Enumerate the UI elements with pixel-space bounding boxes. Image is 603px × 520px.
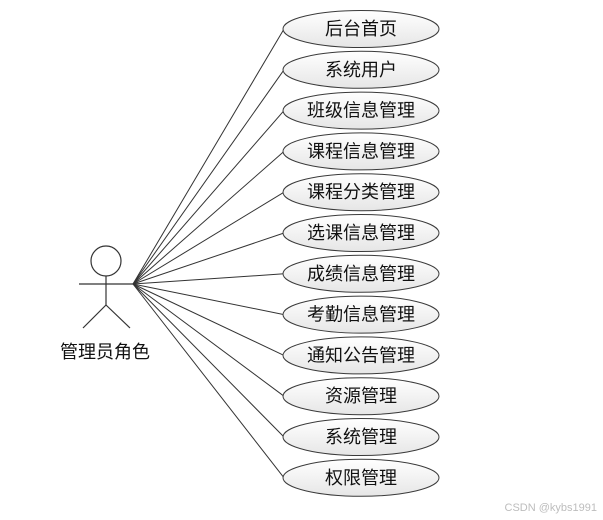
use-case-label: 系统管理	[325, 427, 397, 448]
use-case-ellipse	[282, 50, 440, 89]
association-line	[132, 69, 285, 285]
use-case-label: 成绩信息管理	[307, 264, 415, 285]
use-case-ellipse	[282, 254, 440, 293]
association-line	[132, 232, 285, 285]
association-line	[132, 283, 285, 397]
use-case-label: 选课信息管理	[307, 223, 415, 244]
association-line	[132, 110, 285, 285]
use-case: 系统用户	[282, 50, 440, 89]
use-case-ellipse	[282, 418, 440, 456]
use-case: 权限管理	[282, 458, 440, 497]
use-case-label: 系统用户	[325, 60, 397, 81]
actor-head	[90, 245, 122, 277]
use-case-label: 班级信息管理	[307, 101, 415, 122]
association-line	[132, 191, 285, 285]
use-case: 系统管理	[282, 418, 440, 456]
use-case: 成绩信息管理	[282, 254, 440, 293]
association-line	[132, 151, 285, 285]
association-line	[132, 283, 285, 438]
use-case-label: 后台首页	[325, 19, 397, 40]
use-case-label: 课程分类管理	[307, 182, 415, 203]
association-line	[132, 283, 285, 356]
association-line	[132, 283, 285, 316]
use-case-label: 权限管理	[325, 468, 397, 489]
use-case-ellipse	[282, 295, 440, 334]
use-case-ellipse	[282, 336, 440, 375]
use-case: 选课信息管理	[282, 214, 440, 252]
association-line	[132, 283, 285, 479]
use-case-ellipse	[282, 132, 440, 171]
actor-label: 管理员角色	[60, 342, 150, 363]
use-case: 考勤信息管理	[282, 295, 440, 334]
use-case-ellipse	[282, 10, 440, 48]
use-case-ellipse	[282, 91, 440, 130]
use-case: 资源管理	[282, 377, 440, 416]
actor-right-leg	[105, 304, 131, 329]
use-case-label: 通知公告管理	[307, 345, 415, 366]
use-case: 后台首页	[282, 10, 440, 48]
use-case-label: 考勤信息管理	[307, 305, 415, 326]
association-line	[132, 28, 285, 285]
use-case-ellipse	[282, 173, 440, 212]
use-case-ellipse	[282, 377, 440, 416]
use-cases: 后台首页系统用户班级信息管理课程信息管理课程分类管理选课信息管理成绩信息管理考勤…	[282, 10, 440, 497]
association-line	[132, 273, 285, 285]
use-case: 课程分类管理	[282, 173, 440, 212]
use-case-ellipse	[282, 458, 440, 497]
watermark: CSDN @kybs1991	[504, 502, 597, 514]
actor-left-leg	[82, 304, 107, 329]
use-case: 通知公告管理	[282, 336, 440, 375]
admin-actor: 管理员角色	[60, 245, 150, 363]
use-case: 班级信息管理	[282, 91, 440, 130]
use-case-label: 课程信息管理	[307, 141, 415, 162]
use-case-ellipse	[282, 214, 440, 252]
association-lines	[132, 28, 285, 479]
use-case-label: 资源管理	[325, 386, 397, 407]
use-case: 课程信息管理	[282, 132, 440, 171]
